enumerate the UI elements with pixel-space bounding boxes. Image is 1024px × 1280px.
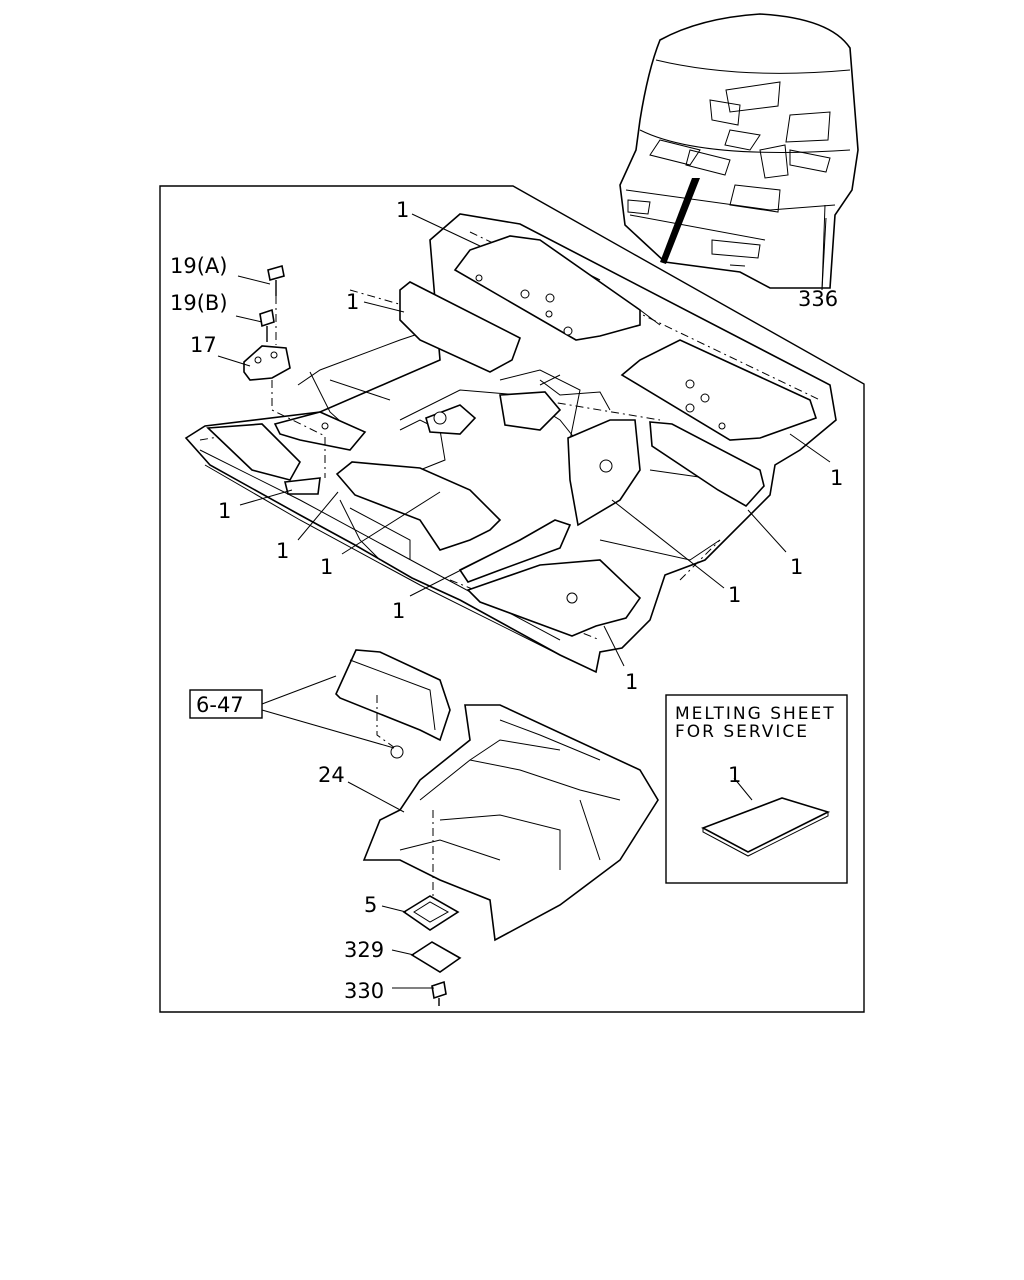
inset-title-line1: MELTING SHEET — [675, 704, 836, 724]
bracket-and-bolts — [243, 264, 326, 478]
callout-sheet-top-center: 1 — [396, 198, 409, 222]
callout-cab: 336 — [798, 287, 838, 311]
inset-frame — [665, 694, 848, 884]
callout-screw: 330 — [344, 979, 384, 1003]
callout-sheet-front: 1 — [625, 670, 638, 694]
melting-sheet-inset: MELTING SHEET FOR SERVICE — [665, 694, 848, 884]
callout-grommet: 5 — [364, 893, 377, 917]
callout-floor-cover: 24 — [318, 763, 345, 787]
callout-sheet-right-lower: 1 — [728, 583, 741, 607]
callout-sheet-left-lower: 1 — [218, 499, 231, 523]
callout-sheet-left-center-2: 1 — [320, 555, 333, 579]
diagram-frame — [159, 185, 865, 1013]
callout-bracket: 17 — [190, 333, 217, 357]
callout-labels: 1 1 19(A) 19(B) 17 336 1 1 1 1 1 1 1 1 6… — [170, 198, 843, 1003]
leader-lines — [217, 213, 831, 989]
callout-sheet-left-center-1: 1 — [276, 539, 289, 563]
callout-bolt-a: 19(A) — [170, 254, 227, 278]
callout-plate: 329 — [344, 938, 384, 962]
callout-sheet-center-lower: 1 — [392, 599, 405, 623]
inset-title-line2: FOR SERVICE — [675, 722, 809, 742]
melting-sheets — [206, 235, 818, 637]
callout-sheet-right-mid: 1 — [790, 555, 803, 579]
callout-sheet-upper-left: 1 — [346, 290, 359, 314]
floor-cover-assembly — [335, 649, 659, 1006]
callout-ref-box: 6-47 — [196, 693, 244, 717]
callout-inset-sheet: 1 — [728, 763, 741, 787]
cab-illustration — [619, 13, 859, 291]
ref-box-frame — [189, 689, 263, 719]
callout-sheet-right-upper: 1 — [830, 466, 843, 490]
callout-bolt-b: 19(B) — [170, 291, 228, 315]
